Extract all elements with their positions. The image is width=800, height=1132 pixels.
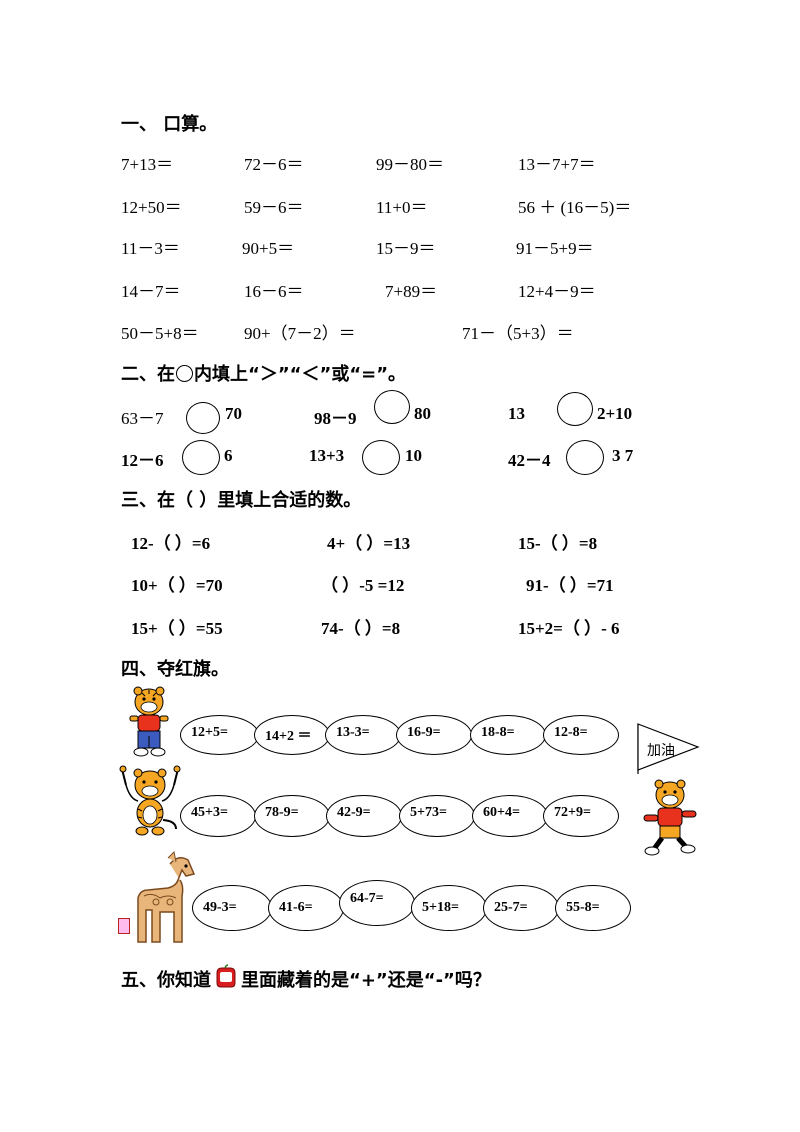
tiger-cheering-icon bbox=[119, 765, 181, 836]
flag-race-oval[interactable]: 13-3= bbox=[325, 715, 401, 755]
flag-race-oval[interactable]: 5+18= bbox=[411, 885, 487, 931]
oral-problem: 72－6＝ bbox=[244, 155, 304, 174]
flag-race-oval[interactable]: 64-7= bbox=[339, 880, 415, 926]
fill-blank-problem: 74-（ ）=8 bbox=[321, 619, 401, 638]
compare-left: 98－9 bbox=[314, 409, 357, 428]
compare-circle[interactable] bbox=[186, 402, 220, 434]
flag-race-oval[interactable]: 60+4= bbox=[472, 795, 548, 837]
flag-race-oval[interactable]: 55-8= bbox=[555, 885, 631, 931]
tiger-mascot-icon bbox=[129, 686, 169, 757]
oral-problem: 7+13＝ bbox=[121, 155, 174, 174]
compare-left: 13+3 bbox=[309, 446, 345, 465]
fill-blank-problem: 10+（ ）=70 bbox=[131, 576, 223, 595]
flag-race-oval[interactable]: 78-9= bbox=[254, 795, 330, 837]
oral-problem: 90+（7－2）＝ bbox=[244, 324, 356, 343]
fill-blank-problem: 91-（ ）=71 bbox=[526, 576, 614, 595]
horse-drawing-icon bbox=[137, 850, 196, 943]
compare-circle[interactable] bbox=[557, 392, 593, 426]
compare-right: 10 bbox=[405, 446, 422, 465]
flag-race-oval[interactable]: 25-7= bbox=[483, 885, 559, 931]
flag-race-oval[interactable]: 12+5= bbox=[180, 715, 259, 755]
apple-icon bbox=[216, 964, 236, 988]
flag-label: 加油 bbox=[647, 743, 675, 759]
section4-title: 四、夺红旗。 bbox=[121, 659, 229, 680]
flag-race-oval[interactable]: 14+2 ＝ bbox=[254, 715, 330, 755]
section5-title: 五、你知道 里面藏着的是“+”还是“-”吗？ bbox=[121, 964, 491, 992]
oral-problem: 99－80＝ bbox=[376, 155, 444, 174]
compare-right: 80 bbox=[414, 404, 431, 423]
compare-circle[interactable] bbox=[566, 440, 604, 475]
fill-blank-problem: （ ）-5 =12 bbox=[321, 576, 405, 595]
compare-right: 3 7 bbox=[612, 446, 634, 465]
oral-problem: 13－7+7＝ bbox=[518, 155, 596, 174]
compare-left: 63－7 bbox=[121, 409, 164, 428]
red-seal-icon bbox=[118, 918, 130, 934]
tiger-runner-icon bbox=[643, 779, 697, 856]
oral-problem: 12+4－9＝ bbox=[518, 282, 596, 301]
oral-problem: 11－3＝ bbox=[121, 239, 180, 258]
fill-blank-problem: 12-（ ）=6 bbox=[131, 534, 211, 553]
flag-race-oval[interactable]: 45+3= bbox=[180, 795, 256, 837]
fill-blank-problem: 4+（ ）=13 bbox=[327, 534, 411, 553]
fill-blank-problem: 15+（ ）=55 bbox=[131, 619, 223, 638]
section2-title: 二、在内填上“＞”“＜”或“=”。 bbox=[121, 364, 407, 385]
flag-race-oval[interactable]: 72+9= bbox=[543, 795, 619, 837]
compare-left: 13 bbox=[508, 404, 525, 423]
flag-race-oval[interactable]: 41-6= bbox=[268, 885, 344, 931]
oral-problem: 16－6＝ bbox=[244, 282, 304, 301]
flag-race-oval[interactable]: 18-8= bbox=[470, 715, 546, 755]
oral-problem: 12+50＝ bbox=[121, 198, 182, 217]
compare-circle[interactable] bbox=[374, 390, 410, 424]
oral-problem: 14－7＝ bbox=[121, 282, 181, 301]
compare-right: 6 bbox=[224, 446, 233, 465]
oral-problem: 71－（5+3）＝ bbox=[462, 324, 574, 343]
flag-race-oval[interactable]: 16-9= bbox=[396, 715, 472, 755]
flag-race-oval[interactable]: 42-9= bbox=[326, 795, 402, 837]
flag-race-oval[interactable]: 5+73= bbox=[399, 795, 475, 837]
oral-problem: 90+5＝ bbox=[242, 239, 295, 258]
oral-problem: 50－5+8＝ bbox=[121, 324, 199, 343]
section3-title: 三、在（ ）里填上合适的数。 bbox=[121, 490, 362, 511]
compare-left: 12－6 bbox=[121, 451, 164, 470]
oral-problem: 15－9＝ bbox=[376, 239, 436, 258]
section1-title: 一、 口算。 bbox=[121, 114, 218, 135]
oral-problem: 91－5+9＝ bbox=[516, 239, 594, 258]
oral-problem: 56 ＋ (16－5)＝ bbox=[518, 198, 632, 217]
oral-problem: 7+89＝ bbox=[385, 282, 438, 301]
compare-circle[interactable] bbox=[182, 440, 220, 475]
compare-right: 70 bbox=[225, 404, 242, 423]
flag-icon bbox=[637, 723, 700, 774]
compare-left: 42－4 bbox=[508, 451, 551, 470]
fill-blank-problem: 15+2=（ ）- 6 bbox=[518, 619, 620, 638]
circle-symbol-icon bbox=[176, 365, 193, 382]
fill-blank-problem: 15-（ ）=8 bbox=[518, 534, 598, 553]
compare-circle[interactable] bbox=[362, 440, 400, 475]
flag-race-oval[interactable]: 49-3= bbox=[192, 885, 272, 931]
compare-right: 2+10 bbox=[597, 404, 633, 423]
oral-problem: 11+0＝ bbox=[376, 198, 428, 217]
flag-race-oval[interactable]: 12-8= bbox=[543, 715, 619, 755]
oral-problem: 59－6＝ bbox=[244, 198, 304, 217]
